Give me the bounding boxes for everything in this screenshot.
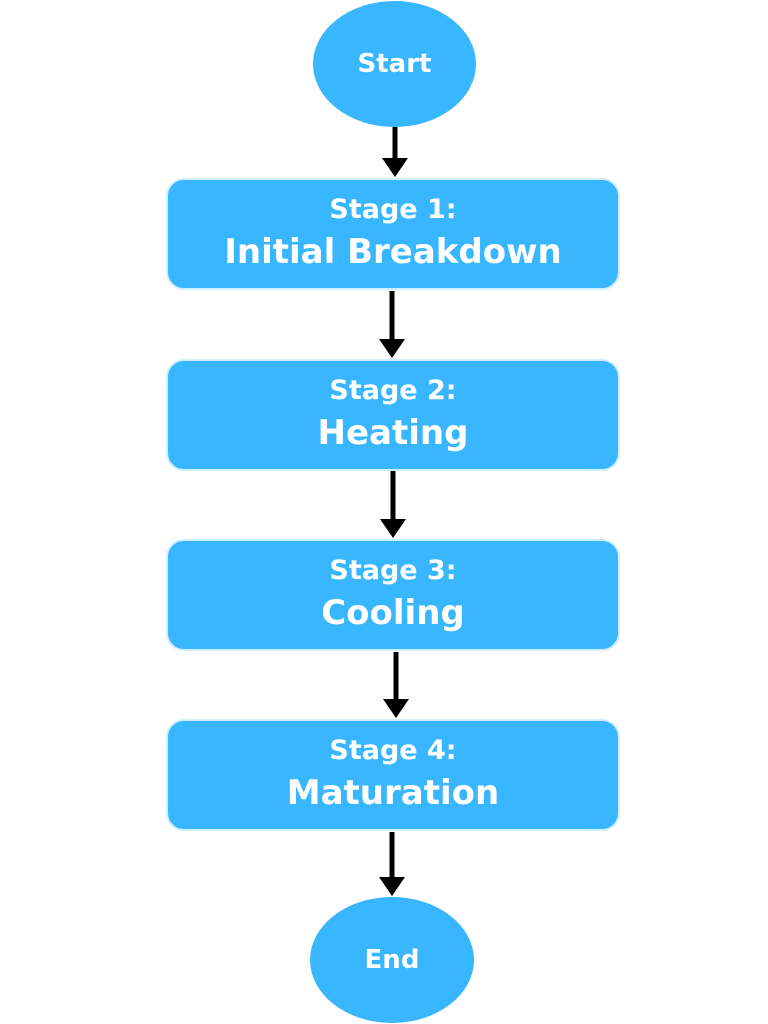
arrow-start-to-stage-1 (382, 127, 408, 177)
arrow-stage-2-to-stage-3 (380, 471, 406, 538)
arrow-stage-1-to-stage-2 (379, 291, 405, 358)
start-node: Start (313, 1, 476, 127)
stage-1-number: Stage 1: (329, 193, 457, 225)
stage-4-box: Stage 4: Maturation (166, 719, 620, 831)
start-label: Start (357, 49, 432, 79)
stage-4-name: Maturation (286, 773, 500, 814)
arrow-stage-4-to-end (379, 832, 405, 896)
stage-3-number: Stage 3: (329, 554, 457, 586)
end-label: End (364, 945, 420, 975)
stage-3-name: Cooling (321, 593, 465, 634)
stage-2-box: Stage 2: Heating (166, 359, 620, 471)
stage-2-name: Heating (317, 413, 469, 454)
arrow-stage-3-to-stage-4 (383, 652, 409, 718)
stage-4-number: Stage 4: (329, 734, 457, 766)
stage-1-name: Initial Breakdown (224, 232, 562, 273)
stage-3-box: Stage 3: Cooling (166, 539, 620, 651)
end-node: End (310, 897, 474, 1023)
stage-2-number: Stage 2: (329, 374, 457, 406)
stage-1-box: Stage 1: Initial Breakdown (166, 178, 620, 290)
